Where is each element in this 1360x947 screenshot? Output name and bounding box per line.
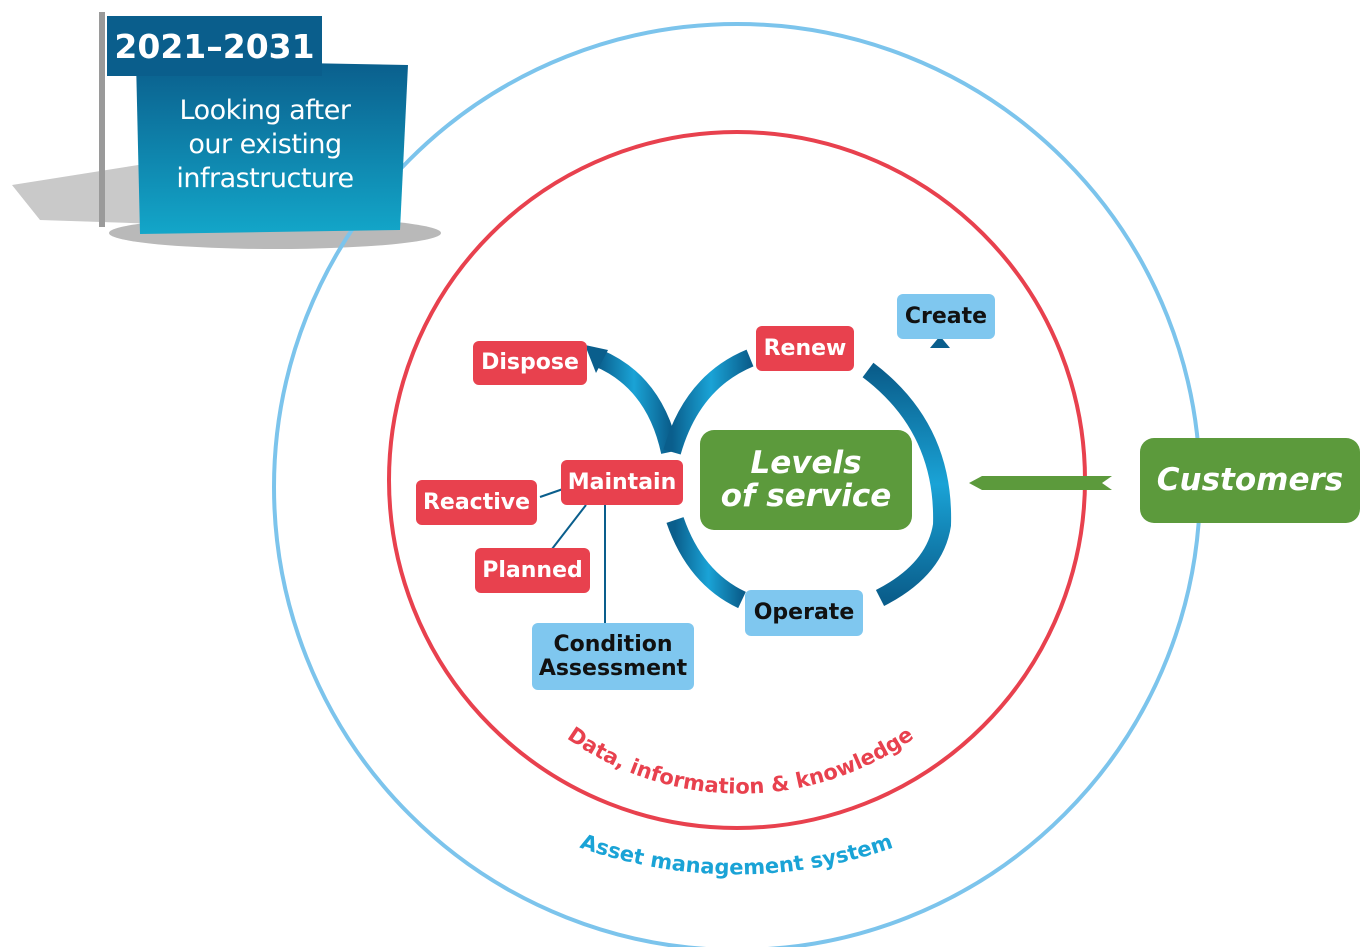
arc-create-arrowhead (930, 336, 950, 348)
dispose-box: Dispose (473, 341, 587, 385)
customers-arrow (969, 476, 1112, 490)
arc-operate (666, 516, 747, 609)
flag-pole (99, 12, 105, 227)
flag-caption-line-3: infrastructure (176, 163, 354, 194)
create-box: Create (897, 294, 995, 339)
condition-assessment-box: Condition Assessment (532, 623, 694, 690)
flag-caption-line-1: Looking after (179, 95, 351, 126)
levels-of-service-line-2: of service (720, 478, 892, 514)
levels-of-service-box: Levels of service (700, 430, 912, 530)
connector-reactive (539, 488, 564, 498)
customers-box: Customers (1140, 438, 1360, 523)
flag-body (136, 60, 408, 234)
levels-of-service-line-1: Levels (750, 445, 862, 482)
reactive-box: Reactive (416, 480, 537, 525)
planned-box: Planned (475, 548, 590, 593)
arc-right (862, 362, 952, 607)
condition-assessment-line-1: Condition (553, 632, 673, 658)
maintain-box: Maintain (561, 460, 683, 505)
renew-box: Renew (756, 326, 854, 371)
arc-renew (663, 349, 754, 455)
arc-dispose (594, 349, 679, 455)
inner-ring-label: Data, information & knowledge (563, 722, 917, 798)
flag-caption: Looking after our existing infrastructur… (160, 94, 370, 196)
outer-ring-label: Asset management system (578, 829, 896, 879)
connector-planned (551, 504, 587, 550)
condition-assessment-line-2: Assessment (538, 655, 688, 681)
arc-dispose-arrowhead (585, 345, 608, 373)
flag-year: 2021–2031 (107, 16, 322, 76)
flag-caption-line-2: our existing (188, 129, 342, 160)
operate-box: Operate (745, 590, 863, 636)
